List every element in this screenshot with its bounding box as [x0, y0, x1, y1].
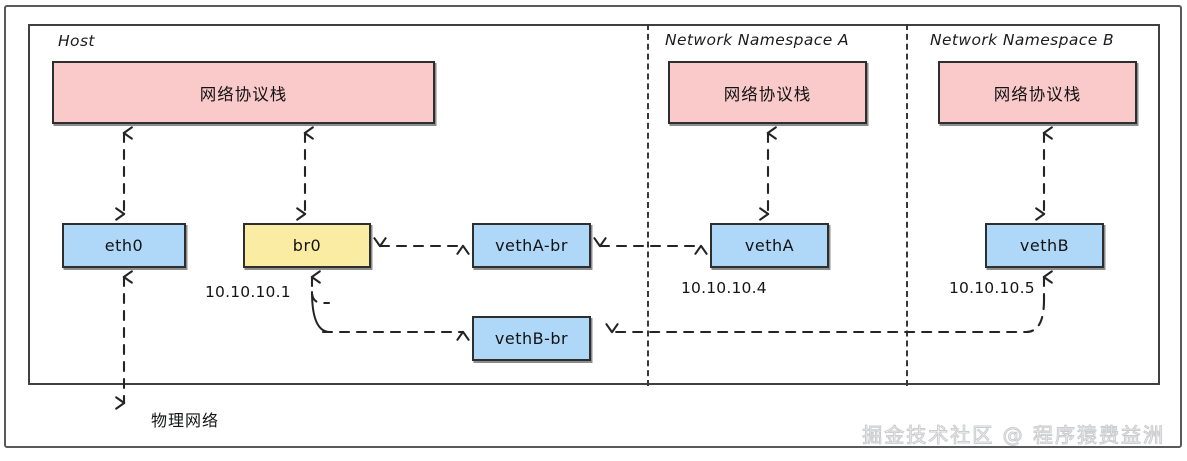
namespace-b-protocol-stack-label: 网络协议栈	[993, 84, 1082, 104]
vetha-br-box[interactable]: vethA-br	[472, 223, 591, 268]
vethb-br-box[interactable]: vethB-br	[472, 316, 591, 361]
physical-network-label: 物理网络	[151, 411, 220, 430]
namespace-a-label: Network Namespace A	[665, 31, 849, 49]
host-boundary-box	[28, 24, 1160, 385]
vetha-br-label: vethA-br	[495, 236, 568, 255]
namespace-b-protocol-stack-box[interactable]: 网络协议栈	[938, 61, 1137, 124]
vethb-label: vethB	[1019, 236, 1070, 255]
namespace-b-divider	[906, 24, 908, 386]
eth0-box[interactable]: eth0	[62, 223, 186, 268]
link-vethb-vethb-br	[605, 298, 1046, 334]
br0-ip-label: 10.10.10.1	[205, 283, 291, 301]
vethb-ip-label: 10.10.10.5	[949, 279, 1035, 297]
namespace-a-divider	[647, 24, 649, 386]
link-br0-elbow-curve	[311, 291, 331, 333]
br0-label: br0	[292, 236, 322, 255]
host-protocol-stack-label: 网络协议栈	[199, 84, 288, 104]
vetha-ip-label: 10.10.10.4	[681, 279, 767, 297]
eth0-label: eth0	[104, 236, 144, 255]
vethb-box[interactable]: vethB	[985, 223, 1104, 268]
namespace-a-protocol-stack-label: 网络协议栈	[723, 84, 812, 104]
host-protocol-stack-box[interactable]: 网络协议栈	[52, 61, 435, 124]
namespace-a-protocol-stack-box[interactable]: 网络协议栈	[668, 61, 867, 124]
vetha-box[interactable]: vethA	[710, 223, 829, 268]
host-label: Host	[58, 32, 95, 50]
watermark: 掘金技术社区 @ 程序猿费益洲	[862, 423, 1165, 448]
vetha-label: vethA	[744, 236, 795, 255]
vethb-br-label: vethB-br	[494, 329, 569, 348]
link-br0-elbow-head	[310, 270, 331, 305]
br0-box[interactable]: br0	[243, 223, 371, 268]
namespace-b-label: Network Namespace B	[930, 31, 1115, 49]
